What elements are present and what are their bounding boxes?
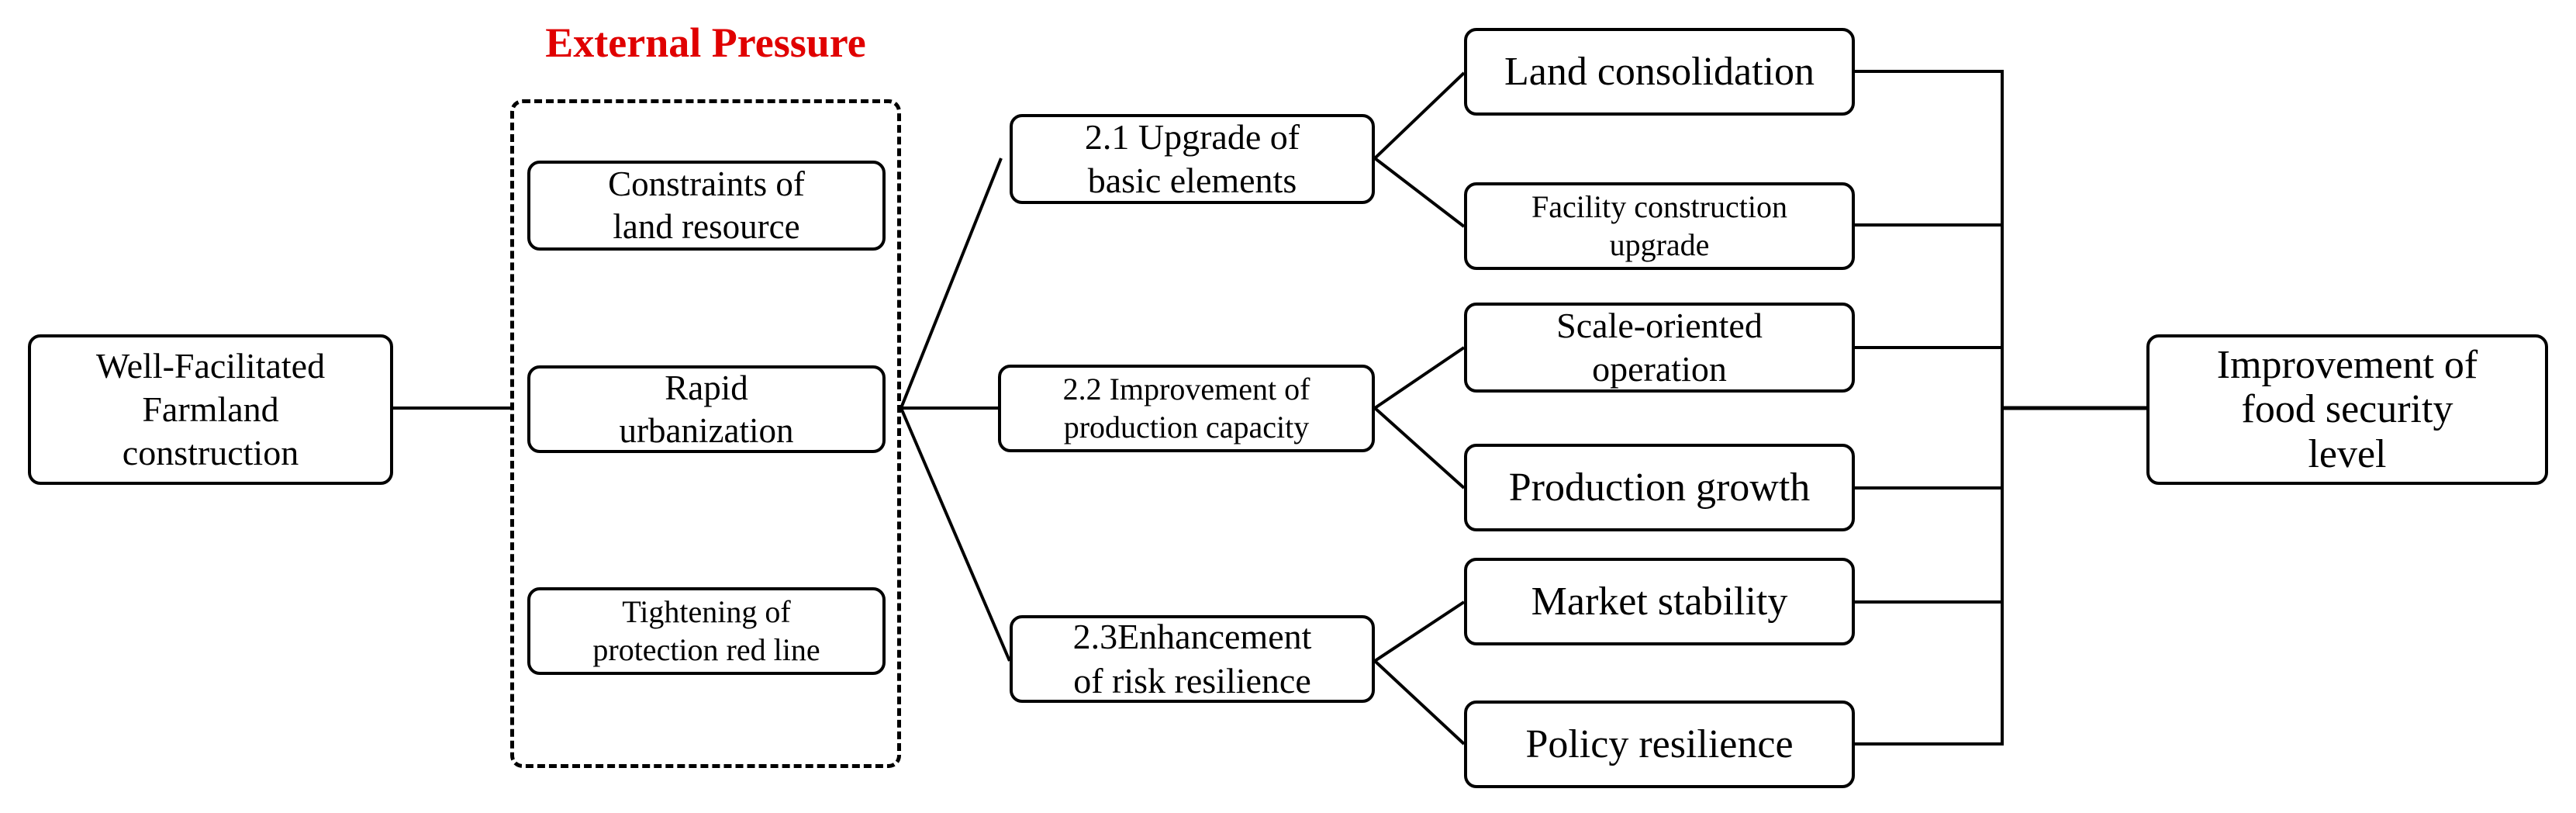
outcome-node-scale-operation: Scale-oriented operation bbox=[1464, 303, 1855, 393]
connector-group-mech-3 bbox=[900, 407, 1011, 662]
pressure-node-land: Constraints of land resource bbox=[527, 161, 886, 251]
outcome-node-market-stability: Market stability bbox=[1464, 558, 1855, 645]
outcome-node-production-growth: Production growth bbox=[1464, 444, 1855, 531]
mechanism-node-risk-resilience: 2.3Enhancement of risk resilience bbox=[1010, 615, 1375, 703]
connector-mech2-out4 bbox=[1373, 406, 1466, 490]
group-title: External Pressure bbox=[545, 19, 866, 66]
pressure-node-urbanization: Rapid urbanization bbox=[527, 365, 886, 453]
mechanism-node-production-capacity: 2.2 Improvement of production capacity bbox=[998, 365, 1375, 452]
outcome-node-facility-upgrade: Facility construction upgrade bbox=[1464, 182, 1855, 270]
connector-mech3-out5 bbox=[1373, 600, 1466, 663]
outcome-node-land-consolidation: Land consolidation bbox=[1464, 28, 1855, 116]
connector-mech3-out6 bbox=[1373, 659, 1466, 746]
connector-mech1-out1 bbox=[1373, 71, 1466, 160]
outcome-node-policy-resilience: Policy resilience bbox=[1464, 701, 1855, 788]
external-pressure-group bbox=[510, 99, 901, 768]
connector-mech2-out3 bbox=[1373, 346, 1466, 410]
connector-group-mech-1 bbox=[900, 157, 1003, 409]
pressure-node-redline: Tightening of protection red line bbox=[527, 587, 886, 675]
connector-mech1-out2 bbox=[1373, 157, 1466, 228]
mechanism-node-basic-elements: 2.1 Upgrade of basic elements bbox=[1010, 114, 1375, 204]
target-node: Improvement of food security level bbox=[2146, 334, 2548, 485]
source-node: Well-Facilitated Farmland construction bbox=[28, 334, 393, 485]
